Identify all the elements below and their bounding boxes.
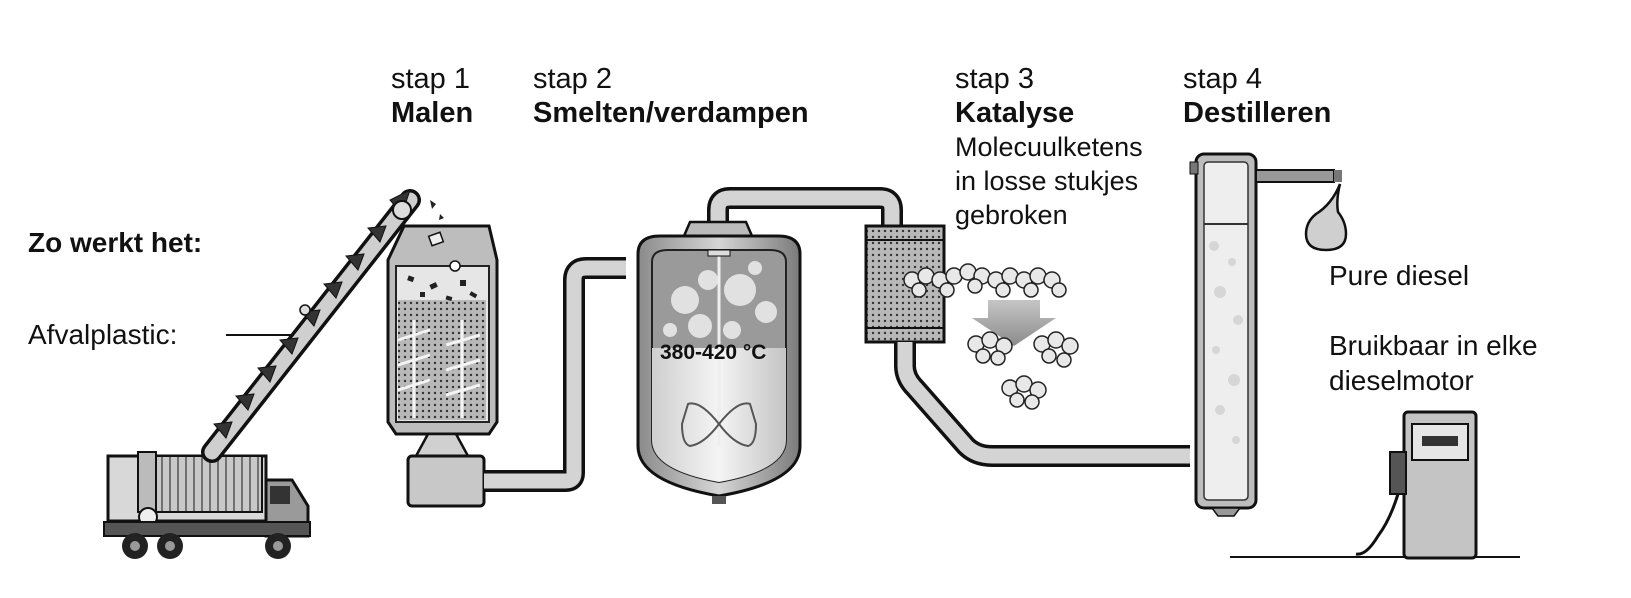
step-1: stap 1 Malen xyxy=(391,62,473,130)
step-1-title: Malen xyxy=(391,97,474,129)
step-4-title: Destilleren xyxy=(1183,97,1332,129)
distillation-column xyxy=(1189,152,1342,517)
molecule-chains xyxy=(903,263,1067,298)
step-4: stap 4 Destilleren xyxy=(1183,62,1331,130)
step-3-description-line-3: gebroken xyxy=(955,200,1068,230)
output-product: Pure diesel xyxy=(1329,260,1470,291)
step-3-description-line-1: Molecuulketens xyxy=(955,132,1143,162)
fuel-pump-icon xyxy=(1230,410,1520,560)
output-usage-line-2: dieselmotor xyxy=(1329,365,1474,396)
step-2-title: Smelten/verdampen xyxy=(533,97,809,129)
step-3-number: stap 3 xyxy=(955,63,1034,95)
step-4-number: stap 4 xyxy=(1183,63,1262,95)
grinder xyxy=(386,224,499,508)
step-2-number: stap 2 xyxy=(533,63,612,95)
step-3-title: Katalyse xyxy=(955,97,1075,129)
diesel-drop-icon xyxy=(1304,183,1348,252)
step-2: stap 2 Smelten/verdampen xyxy=(533,62,809,130)
step-3: stap 3 Katalyse Molecuulketens in losse … xyxy=(955,62,1143,232)
step-1-number: stap 1 xyxy=(391,63,470,95)
intro-heading: Zo werkt het: xyxy=(28,227,203,258)
conveyor-belt xyxy=(201,189,444,463)
step-3-description-line-2: in losse stukjes xyxy=(955,166,1139,196)
garbage-truck xyxy=(103,451,311,559)
input-label: Afvalplastic: xyxy=(28,319,178,350)
pipe-reactor-to-catalyst xyxy=(707,187,903,226)
reactor-temperature: 380-420 °C xyxy=(660,341,767,364)
molecule-fragments xyxy=(967,331,1079,410)
split-arrow xyxy=(972,300,1056,346)
output-usage-line-1: Bruikbaar in elke xyxy=(1329,330,1538,361)
reactor-vessel xyxy=(636,220,802,504)
pipe-grinder-to-reactor xyxy=(484,257,626,492)
pipe-catalyst-to-column xyxy=(894,342,1190,467)
